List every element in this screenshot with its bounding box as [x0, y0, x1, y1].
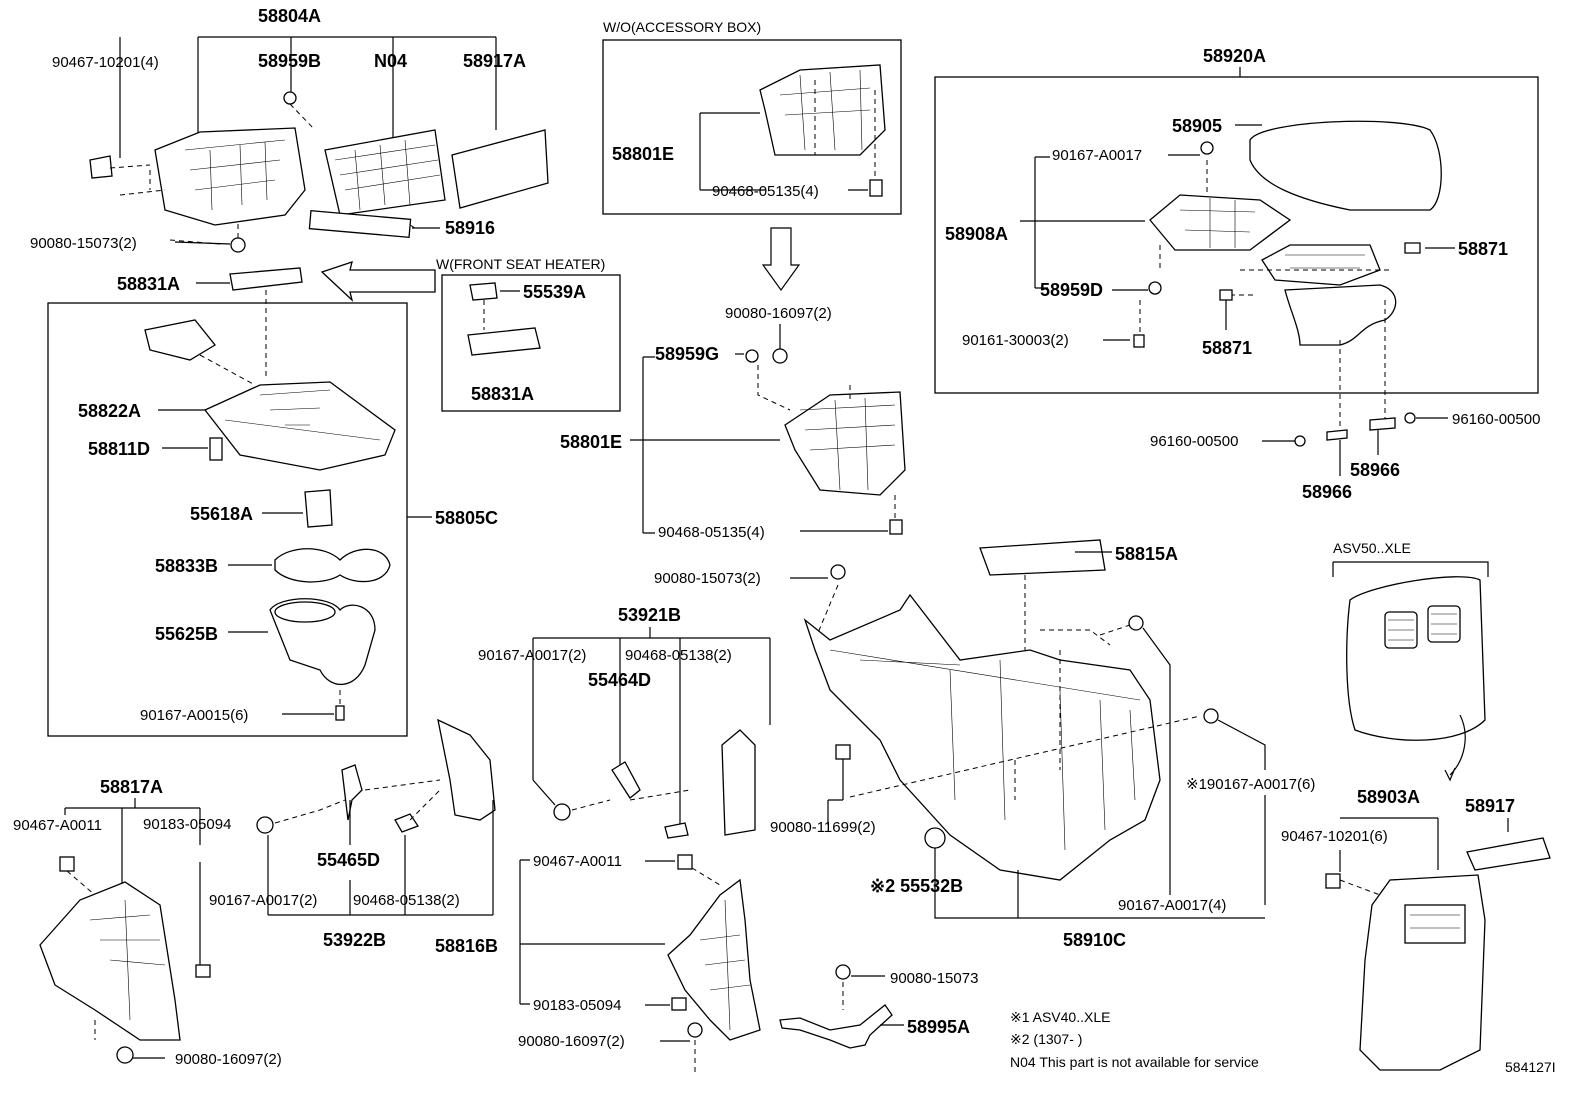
label-58833b: 58833B [155, 556, 218, 576]
frame-58805c [47, 302, 408, 737]
label-90080-15073-2-a: 90080-15073(2) [30, 235, 137, 252]
label-58917: 58917 [1465, 796, 1515, 816]
label-90161-30003-2: 90161-30003(2) [962, 332, 1069, 349]
label-58959d: 58959D [1040, 280, 1103, 300]
label-55532b: ※2 55532B [870, 876, 963, 896]
label-90167-a0017-a: 90167-A0017 [1052, 147, 1142, 164]
label-90167-a0017-6: ※190167-A0017(6) [1186, 776, 1315, 793]
label-55625b: 55625B [155, 624, 218, 644]
label-58801e: 58801E [560, 432, 622, 452]
label-58831a-box: 58831A [471, 384, 534, 404]
label-96160-00500-l: 96160-00500 [1150, 433, 1238, 450]
label-90167-a0017-4: 90167-A0017(4) [1118, 897, 1226, 914]
label-58811d: 58811D [88, 439, 150, 459]
note-1: ※1 ASV40..XLE [1010, 1009, 1110, 1025]
group-58816b: 90467-A0011 58816B 90183-05094 90080-160… [435, 853, 761, 1075]
group-58801e: 90080-16097(2) 58959G 58801E 90468-05135… [560, 305, 906, 541]
label-90183-05094-a: 90183-05094 [143, 816, 231, 833]
label-58817a: 58817A [100, 777, 163, 797]
label-55464d: 55464D [588, 670, 651, 690]
label-90468-05135-4-box: 90468-05135(4) [712, 183, 819, 200]
label-90467-10201-6: 90467-10201(6) [1281, 828, 1388, 845]
label-58804a: 58804A [258, 6, 321, 26]
label-asv50-xle: ASV50..XLE [1333, 540, 1411, 556]
label-wo-accessory-box: W/O(ACCESSORY BOX) [603, 19, 761, 35]
label-90080-16097-2-b: 90080-16097(2) [175, 1051, 282, 1068]
label-58920a: 58920A [1203, 46, 1266, 66]
label-58916: 58916 [445, 218, 495, 238]
label-90467-a0011-a: 90467-A0011 [13, 817, 102, 834]
label-90183-05094-b: 90183-05094 [533, 997, 621, 1014]
label-58822a: 58822A [78, 401, 141, 421]
label-90080-15073-2-b: 90080-15073(2) [654, 570, 761, 587]
label-58801e-box: 58801E [612, 144, 674, 164]
group-58903a: ASV50..XLE 58903A 58917 90467-10201(6) [1281, 540, 1551, 1071]
label-n04: N04 [374, 51, 407, 71]
label-58908a: 58908A [945, 224, 1008, 244]
label-90080-15073: 90080-15073 [890, 970, 978, 987]
label-58995a: 58995A [907, 1017, 970, 1037]
group-58817a: 58817A 90467-A0011 90183-05094 90080-160… [13, 777, 282, 1068]
group-58966: 96160-00500 58966 58966 96160-00500 [1150, 300, 1540, 502]
label-96160-00500-r: 96160-00500 [1452, 411, 1540, 428]
label-90468-05138-2-a: 90468-05138(2) [625, 647, 732, 664]
label-58871-b: 58871 [1202, 338, 1252, 358]
label-58871-a: 58871 [1458, 239, 1508, 259]
label-90167-a0017-2-a: 90167-A0017(2) [478, 647, 586, 664]
label-58966-b: 58966 [1350, 460, 1400, 480]
label-90080-16097-2-mid: 90080-16097(2) [725, 305, 832, 322]
label-58805c: 58805C [435, 508, 498, 528]
group-53922b: 55465D 90167-A0017(2) 90468-05138(2) 539… [209, 718, 496, 950]
group-53921b: 53921B 90167-A0017(2) 90468-05138(2) 554… [478, 605, 771, 839]
notes: ※1 ASV40..XLE ※2 (1307- ) N04 This part … [1010, 1009, 1556, 1075]
group-58910c: 58815A 90080-15073(2) 90080-11699(2) ※19… [654, 539, 1315, 950]
label-58917a: 58917A [463, 51, 526, 71]
label-58910c: 58910C [1063, 930, 1126, 950]
label-90467-10201-4: 90467-10201(4) [52, 54, 159, 71]
label-55539a: 55539A [523, 282, 586, 302]
label-90080-11699-2: 90080-11699(2) [770, 819, 876, 836]
label-90468-05135-4: 90468-05135(4) [658, 524, 765, 541]
group-58995a: 90080-15073 58995A [779, 964, 978, 1049]
label-53922b: 53922B [323, 930, 386, 950]
group-58805c: 58831A 58822A 58811D 55618A 58805C 58833… [47, 261, 498, 737]
label-90167-a0017-2-b: 90167-A0017(2) [209, 892, 317, 909]
label-53921b: 53921B [618, 605, 681, 625]
group-58920a: 58920A 58905 90167-A0017 58908A 58959D 5… [934, 46, 1539, 394]
label-w-front-seat-heater: W(FRONT SEAT HEATER) [436, 256, 605, 272]
label-55618a: 55618A [190, 504, 253, 524]
label-55465d: 55465D [317, 850, 380, 870]
label-90167-a0015-6: 90167-A0015(6) [140, 707, 248, 724]
label-90467-a0011-b: 90467-A0011 [533, 853, 622, 870]
group-front-seat-heater: W(FRONT SEAT HEATER) 55539A 58831A [436, 256, 621, 412]
label-58903a: 58903A [1357, 787, 1420, 807]
note-3: N04 This part is not available for servi… [1010, 1054, 1259, 1070]
label-90468-05138-2-b: 90468-05138(2) [353, 892, 460, 909]
label-58966-a: 58966 [1302, 482, 1352, 502]
label-58905: 58905 [1172, 116, 1222, 136]
label-90080-16097-2-c: 90080-16097(2) [518, 1033, 625, 1050]
label-58815a: 58815A [1115, 544, 1178, 564]
label-58959b: 58959B [258, 51, 321, 71]
label-58831a-top: 58831A [117, 274, 180, 294]
figure-id: 584127I [1505, 1059, 1556, 1075]
group-58804a: 58804A 90467-10201(4) 58959B N04 58917A … [30, 6, 549, 253]
group-accessory-box: W/O(ACCESSORY BOX) 58801E 90468-05135(4) [602, 19, 902, 292]
label-58959g: 58959G [655, 344, 719, 364]
note-2: ※2 (1307- ) [1010, 1031, 1082, 1047]
label-58816b: 58816B [435, 936, 498, 956]
